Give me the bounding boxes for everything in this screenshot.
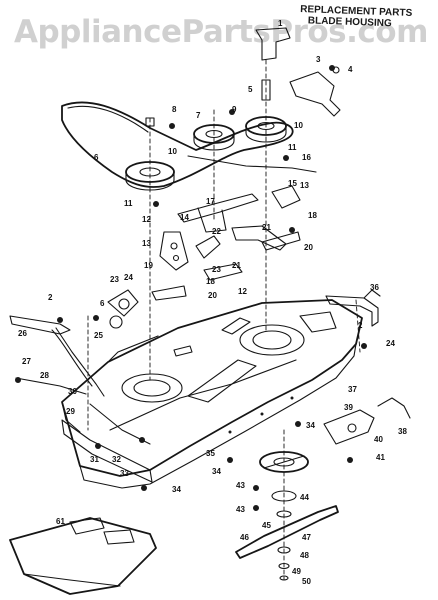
callout-31: 31 xyxy=(90,455,99,464)
blade-housing-deck xyxy=(61,299,363,489)
idler-pulley-left xyxy=(107,289,139,329)
callout-50: 50 xyxy=(302,577,311,586)
callout-12-2: 12 xyxy=(238,287,247,296)
callout-40: 40 xyxy=(374,435,383,444)
callout-33: 33 xyxy=(120,469,129,478)
callout-23-2: 23 xyxy=(212,265,221,274)
callout-61: 61 xyxy=(56,517,65,526)
callout-19: 19 xyxy=(144,261,153,270)
fasteners xyxy=(15,65,367,511)
callout-34-3: 34 xyxy=(306,421,315,430)
callout-30: 30 xyxy=(68,387,77,396)
callout-18: 18 xyxy=(206,277,215,286)
callout-24-2: 24 xyxy=(386,339,395,348)
callout-15: 15 xyxy=(288,179,297,188)
callout-44: 44 xyxy=(300,493,309,502)
callout-36: 36 xyxy=(370,283,379,292)
callout-13-2: 13 xyxy=(300,181,309,190)
callout-3: 3 xyxy=(316,55,321,64)
callout-2: 2 xyxy=(48,293,53,302)
callout-45: 45 xyxy=(262,521,271,530)
callout-41: 41 xyxy=(376,453,385,462)
discharge-chute xyxy=(9,517,157,595)
callout-43: 43 xyxy=(236,481,245,490)
callout-34: 34 xyxy=(172,485,181,494)
callout-6: 6 xyxy=(94,153,99,162)
callout-28: 28 xyxy=(40,371,49,380)
callout-34-2: 34 xyxy=(212,467,221,476)
callout-20: 20 xyxy=(208,291,217,300)
callout-46: 46 xyxy=(240,533,249,542)
callout-10-2: 10 xyxy=(294,121,303,130)
callout-10: 10 xyxy=(168,147,177,156)
callout-48: 48 xyxy=(300,551,309,560)
right-lift-arm xyxy=(323,397,411,445)
callout-39: 39 xyxy=(344,403,353,412)
callout-29: 29 xyxy=(66,407,75,416)
callout-7: 7 xyxy=(196,111,201,120)
callout-21-2: 21 xyxy=(262,223,271,232)
top-bracket xyxy=(145,27,291,127)
callout-38: 38 xyxy=(398,427,407,436)
left-stabilizer xyxy=(9,315,105,397)
callout-25: 25 xyxy=(94,331,103,340)
callout-32: 32 xyxy=(112,455,121,464)
callout-9: 9 xyxy=(232,105,237,114)
callout-6-2: 6 xyxy=(100,299,105,308)
callout-14: 14 xyxy=(180,213,189,222)
callout-26: 26 xyxy=(18,329,27,338)
callout-22: 22 xyxy=(212,227,221,236)
callout-12: 12 xyxy=(142,215,151,224)
callout-21: 21 xyxy=(232,261,241,270)
blade-spindle-assembly xyxy=(235,451,339,581)
drive-belt xyxy=(61,101,294,188)
right-bracket xyxy=(325,289,381,327)
callout-17: 17 xyxy=(206,197,215,206)
callout-47: 47 xyxy=(302,533,311,542)
callout-37: 37 xyxy=(348,385,357,394)
callout-27: 27 xyxy=(22,357,31,366)
callout-24: 24 xyxy=(124,273,133,282)
callout-23: 23 xyxy=(110,275,119,284)
callout-11: 11 xyxy=(124,199,133,208)
idler-brackets xyxy=(151,155,317,301)
callout-18-2: 18 xyxy=(308,211,317,220)
callout-16: 16 xyxy=(302,153,311,162)
callout-5: 5 xyxy=(248,85,253,94)
callout-43-2: 43 xyxy=(236,505,245,514)
callout-13: 13 xyxy=(142,239,151,248)
callout-11-2: 11 xyxy=(288,143,297,152)
callout-2-2: 2 xyxy=(358,321,363,330)
callout-20-2: 20 xyxy=(304,243,313,252)
callout-35: 35 xyxy=(206,449,215,458)
callout-49: 49 xyxy=(292,567,301,576)
callout-8: 8 xyxy=(172,105,177,114)
callout-1: 1 xyxy=(278,19,283,28)
callout-4: 4 xyxy=(348,65,353,74)
